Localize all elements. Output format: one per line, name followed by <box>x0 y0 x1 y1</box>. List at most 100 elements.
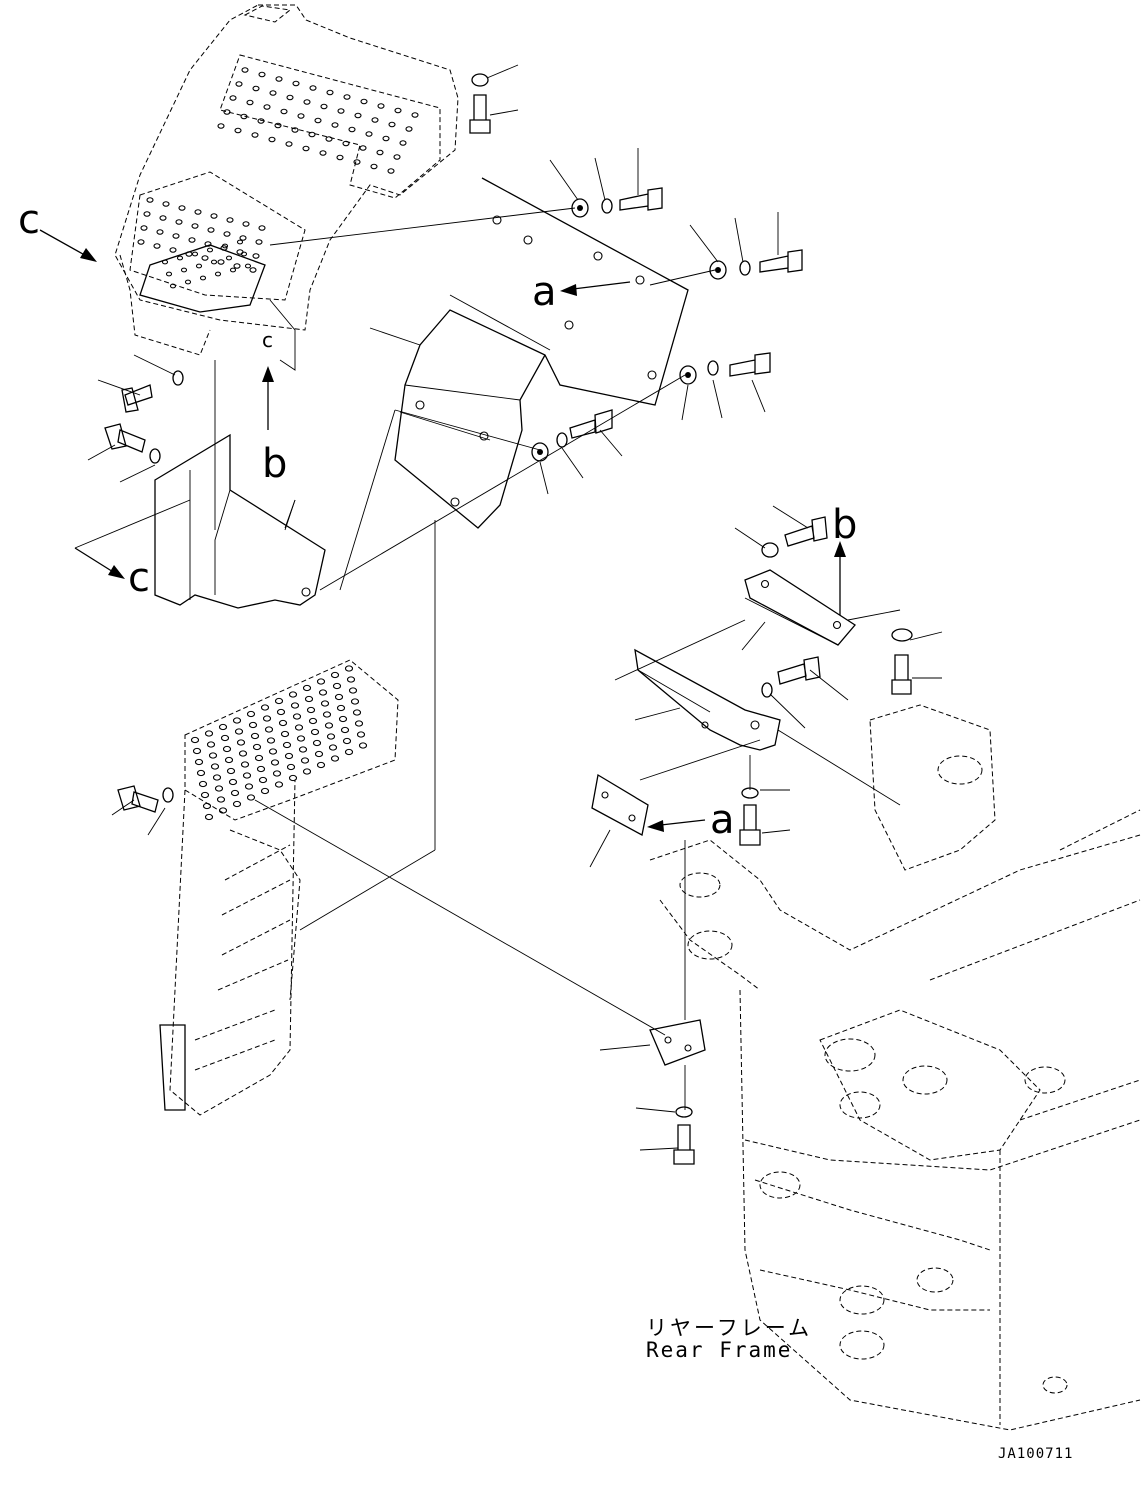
perforation-hole <box>196 769 206 777</box>
perforation-hole <box>358 742 368 749</box>
perforation-hole <box>214 271 222 277</box>
perforation-hole <box>240 761 250 768</box>
perforation-hole <box>229 95 237 101</box>
perforation-hole <box>260 787 270 795</box>
perforation-hole <box>226 217 234 223</box>
perforation-hole <box>199 275 207 281</box>
perforation-hole <box>204 813 214 821</box>
perforation-hole <box>280 108 288 115</box>
callout-letter-b-lower: b <box>832 502 858 548</box>
perforation-hole <box>316 761 326 769</box>
perforation-hole <box>248 721 258 729</box>
perforation-hole <box>365 131 373 137</box>
perforation-hole <box>348 687 358 694</box>
perforation-hole <box>169 283 177 289</box>
middle-step-assembly <box>159 659 399 1116</box>
perforation-hole <box>308 131 316 138</box>
perforation-hole <box>258 776 268 784</box>
perforation-hole <box>238 750 248 757</box>
perforation-hole <box>354 112 362 119</box>
perforation-hole <box>246 794 256 801</box>
callout-letter-b-upper: b <box>262 441 288 487</box>
perforation-hole <box>240 251 248 257</box>
perforation-hole <box>230 789 240 797</box>
perforation-hole <box>276 708 286 716</box>
perforation-hole <box>394 107 402 114</box>
perforation-hole <box>269 90 277 96</box>
perforation-hole <box>331 122 339 128</box>
perforation-hole <box>239 235 247 241</box>
perforation-hole <box>244 263 252 269</box>
callout-arrows <box>39 229 846 832</box>
perforation-hole <box>218 807 228 814</box>
perforation-hole <box>240 113 248 120</box>
perforation-hole <box>352 709 362 716</box>
fasteners <box>104 73 913 1165</box>
perforation-hole <box>180 267 188 273</box>
top-step-assembly <box>114 4 459 371</box>
perforation-hole <box>300 757 310 764</box>
perforation-hole <box>165 271 173 277</box>
perforation-hole <box>210 763 220 770</box>
perforation-hole <box>264 726 274 733</box>
perforation-hole <box>336 154 344 161</box>
perforation-hole <box>359 145 367 151</box>
perforation-hole <box>298 746 308 753</box>
perforation-hole <box>405 126 413 132</box>
perforation-hole <box>274 781 284 788</box>
perforation-hole <box>360 98 368 105</box>
perforation-hole <box>286 763 296 771</box>
part-leaders <box>87 64 943 1151</box>
perforation-hole <box>223 109 231 115</box>
rear-frame <box>649 704 1141 1431</box>
perforation-hole <box>249 267 257 273</box>
perforation-hole <box>146 197 154 203</box>
perforation-hole <box>304 695 314 703</box>
perforation-hole <box>204 730 214 737</box>
perforation-hole <box>212 774 222 781</box>
perforation-hole <box>288 691 298 698</box>
perforation-hole <box>316 678 326 685</box>
perforation-hole <box>308 717 318 725</box>
perforation-hole <box>153 243 161 249</box>
perforation-hole <box>252 253 260 259</box>
perforation-hole <box>236 239 244 245</box>
perforation-hole <box>393 154 401 160</box>
perforation-hole <box>250 732 260 740</box>
perforation-hole <box>260 704 270 711</box>
perforation-hole <box>302 684 312 692</box>
perforation-hole <box>184 279 192 285</box>
perforation-hole <box>223 231 231 237</box>
perforation-hole <box>325 136 333 142</box>
perforation-hole <box>356 731 366 738</box>
perforation-hole <box>188 237 196 243</box>
perforation-hole <box>204 241 212 247</box>
perforation-hole <box>162 201 170 207</box>
perforation-hole <box>200 791 210 799</box>
perforation-hole <box>172 233 180 239</box>
perforation-hole <box>208 752 218 759</box>
perforation-hole <box>169 247 177 253</box>
perforation-hole <box>296 735 306 742</box>
perforation-hole <box>244 783 254 790</box>
perforation-hole <box>234 728 244 735</box>
perforation-hole <box>370 163 378 170</box>
perforation-hole <box>275 76 283 82</box>
perforation-hole <box>294 724 304 731</box>
perforation-hole <box>222 745 232 753</box>
perforation-hole <box>190 736 200 744</box>
perforation-hole <box>344 748 354 756</box>
middle-step-perforations <box>190 665 368 821</box>
perforation-hole <box>314 117 322 124</box>
frame-label-japanese: リヤーフレーム <box>646 1316 813 1340</box>
perforation-hole <box>326 89 334 96</box>
perforation-hole <box>312 739 322 747</box>
perforation-hole <box>241 67 249 73</box>
perforation-hole <box>228 778 238 786</box>
callout-letter-c-small: c <box>262 328 273 352</box>
frame-label-english: Rear Frame <box>646 1338 793 1362</box>
perforation-hole <box>229 267 237 273</box>
perforation-hole <box>206 741 216 748</box>
perforation-hole <box>332 682 342 690</box>
perforation-hole <box>353 159 361 165</box>
